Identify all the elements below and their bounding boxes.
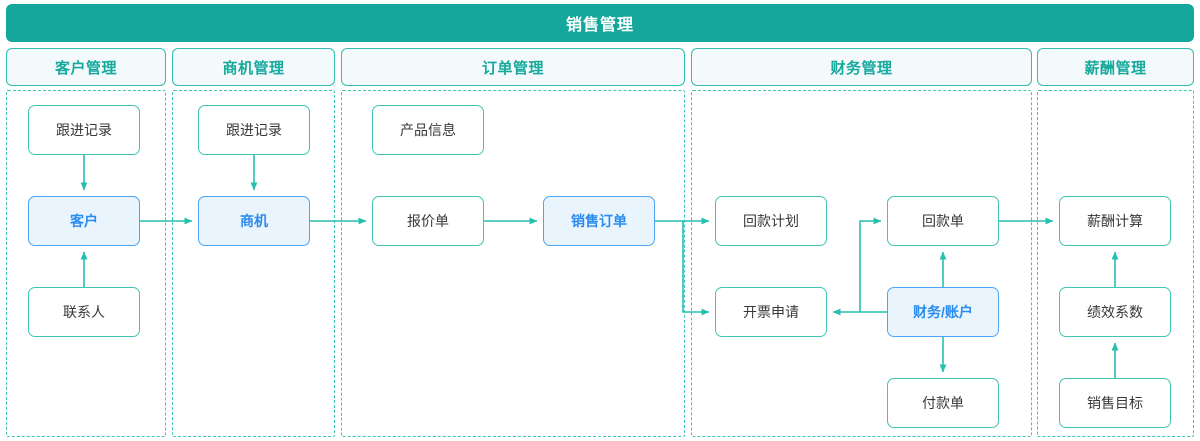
node-label: 商机 [240,213,268,229]
section-header-customer-management[interactable]: 客户管理 [6,48,166,86]
page-title-bar: 销售管理 [6,4,1194,42]
node-sales-order[interactable]: 销售订单 [543,196,655,246]
section-header-opportunity-management[interactable]: 商机管理 [172,48,335,86]
node-label: 客户 [70,213,98,229]
node-label: 联系人 [63,304,105,320]
node-label: 开票申请 [743,304,799,320]
node-label: 销售目标 [1087,395,1143,411]
node-quotation[interactable]: 报价单 [372,196,484,246]
section-header-label: 客户管理 [54,59,117,77]
node-label: 付款单 [922,395,964,411]
node-follow-up-record-opportunity[interactable]: 跟进记录 [198,105,310,155]
node-label: 产品信息 [400,122,456,138]
section-header-label: 财务管理 [830,59,893,77]
section-header-label: 商机管理 [222,59,285,77]
node-label: 报价单 [407,213,449,229]
node-label: 回款计划 [743,213,799,229]
node-product-info[interactable]: 产品信息 [372,105,484,155]
node-label: 跟进记录 [56,122,112,138]
section-header-order-management[interactable]: 订单管理 [341,48,685,86]
node-customer[interactable]: 客户 [28,196,140,246]
node-label: 财务/账户 [913,304,973,320]
node-salary-calculation[interactable]: 薪酬计算 [1059,196,1171,246]
section-header-compensation-management[interactable]: 薪酬管理 [1037,48,1194,86]
column-pane-customer-management [6,90,166,437]
page-title: 销售管理 [565,17,634,34]
node-collection-note[interactable]: 回款单 [887,196,999,246]
node-payment-note[interactable]: 付款单 [887,378,999,428]
node-label: 绩效系数 [1087,304,1143,320]
node-finance-account[interactable]: 财务/账户 [887,287,999,337]
node-invoice-request[interactable]: 开票申请 [715,287,827,337]
node-contact-person[interactable]: 联系人 [28,287,140,337]
column-pane-compensation-management [1037,90,1194,437]
node-label: 回款单 [922,213,964,229]
node-label: 销售订单 [571,213,627,229]
node-label: 跟进记录 [226,122,282,138]
node-opportunity[interactable]: 商机 [198,196,310,246]
node-follow-up-record-customer[interactable]: 跟进记录 [28,105,140,155]
node-collection-plan[interactable]: 回款计划 [715,196,827,246]
section-header-label: 薪酬管理 [1084,59,1147,77]
node-performance-coefficient[interactable]: 绩效系数 [1059,287,1171,337]
section-header-finance-management[interactable]: 财务管理 [691,48,1032,86]
section-header-label: 订单管理 [481,59,544,77]
node-sales-target[interactable]: 销售目标 [1059,378,1171,428]
column-pane-opportunity-management [172,90,335,437]
node-label: 薪酬计算 [1087,213,1143,229]
